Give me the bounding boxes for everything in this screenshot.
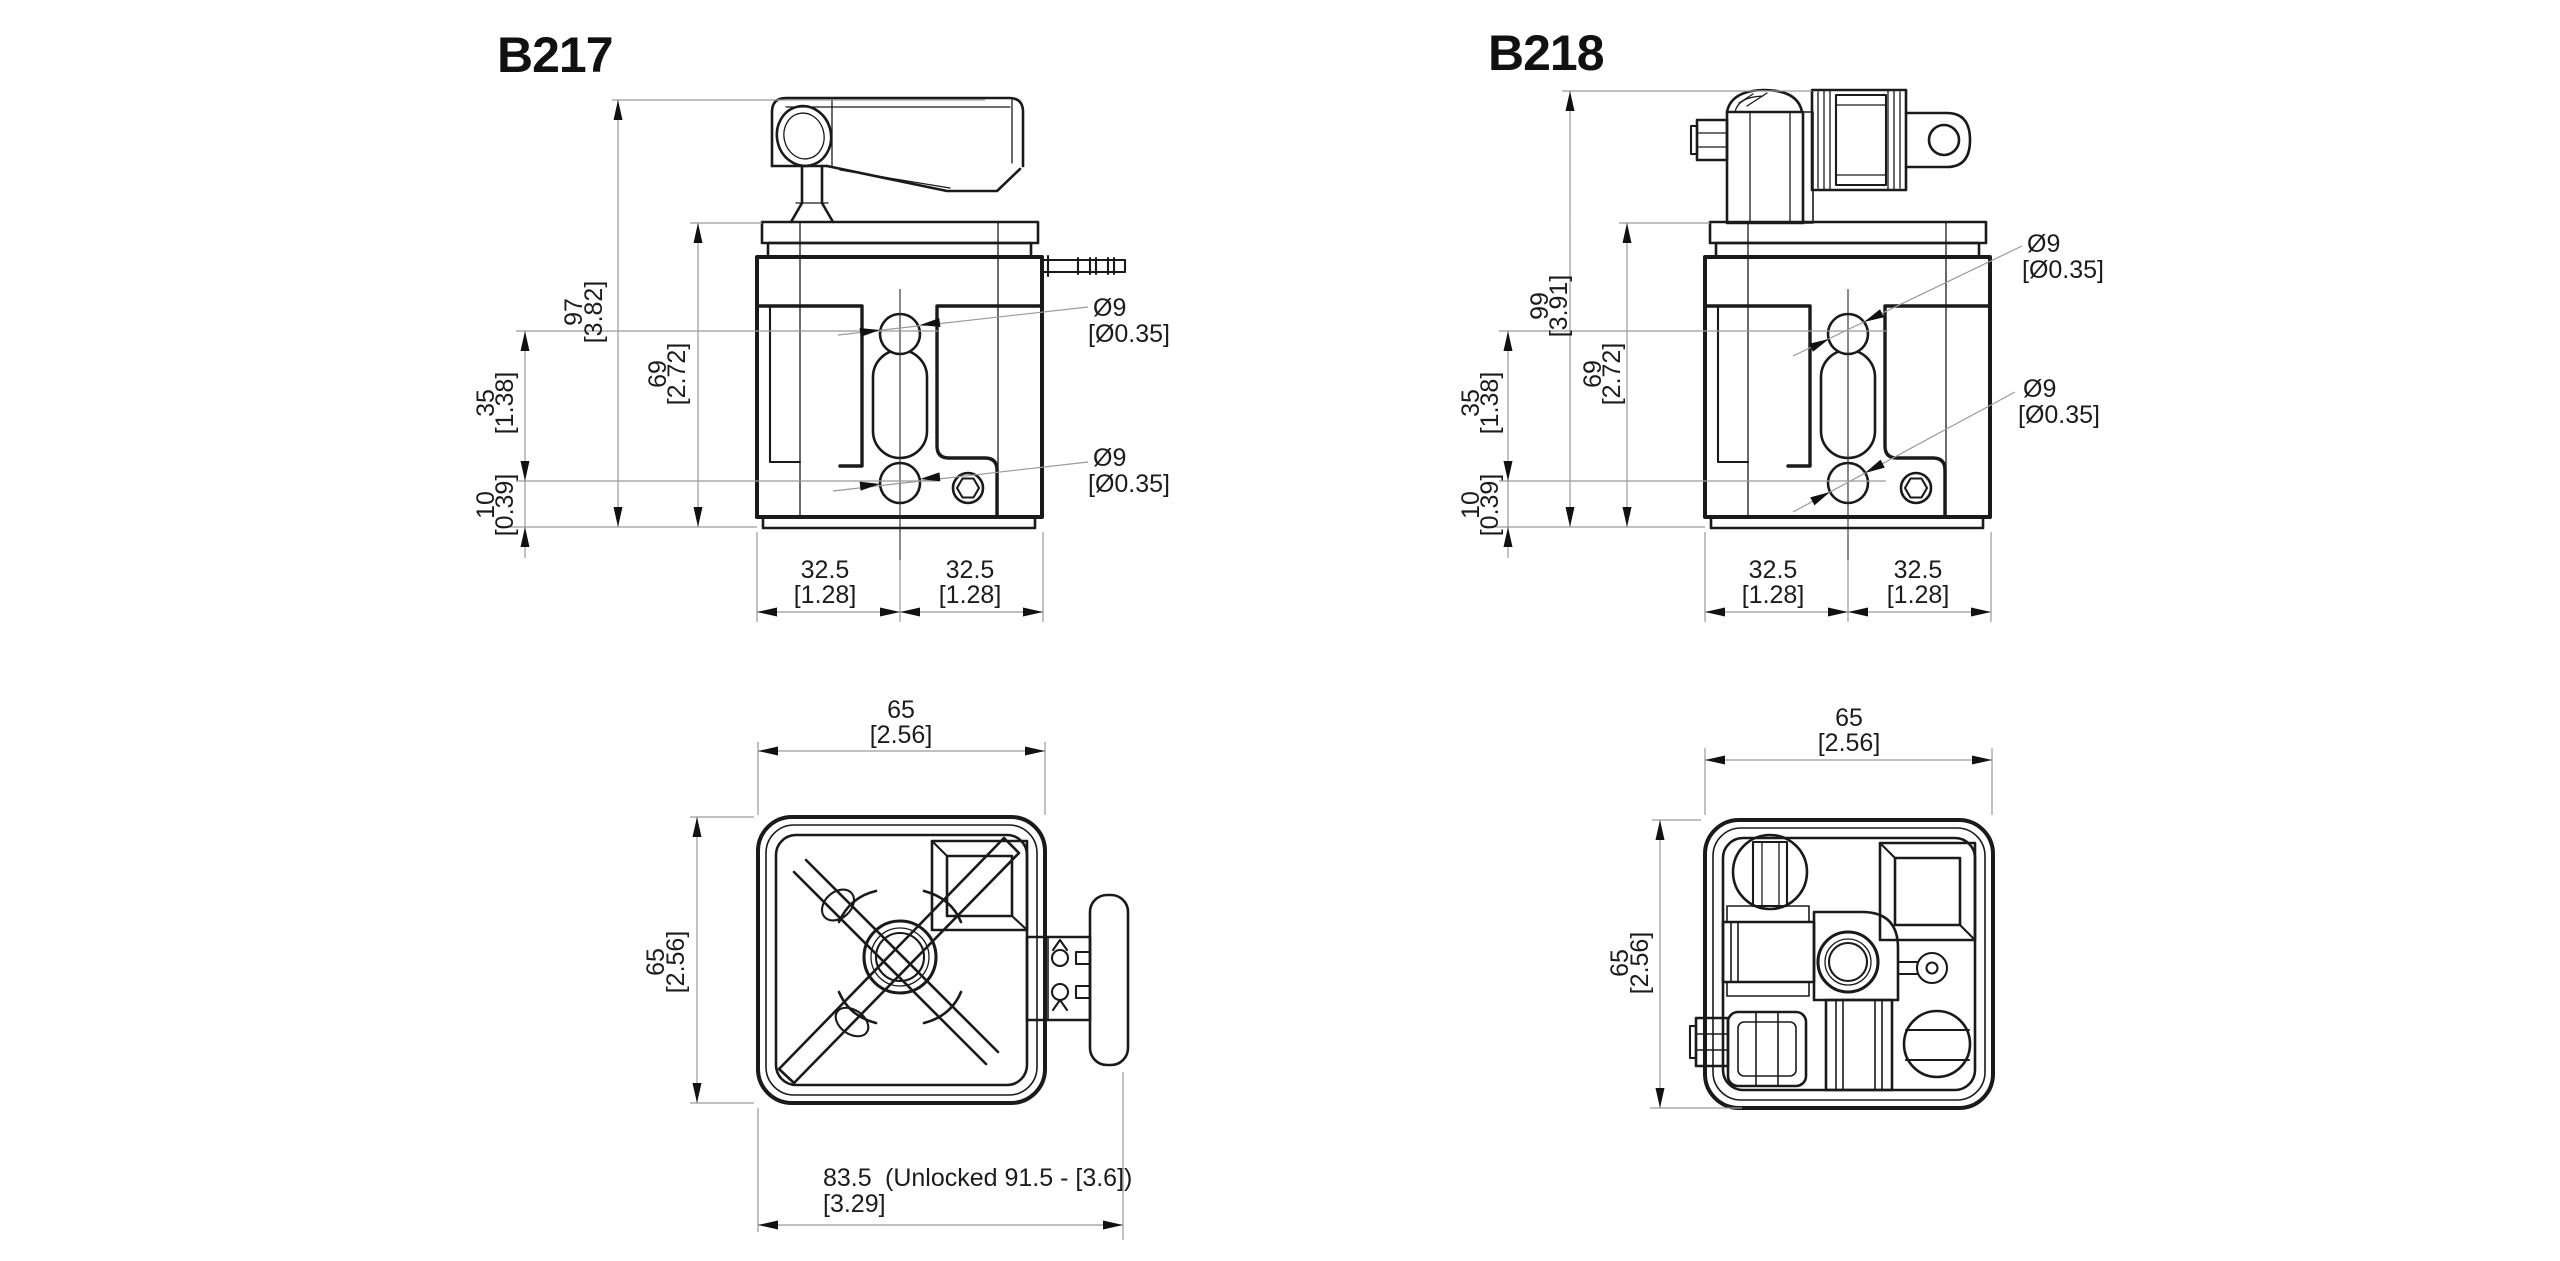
b218-bottom-drawing	[1688, 818, 1995, 1110]
b217-bottom-view: 65 [2.56] 65 [2.56] 83.5 (Unlocked 91.5 …	[642, 696, 1132, 1240]
b218-front-dimension-lines	[1493, 90, 2023, 622]
hole-bottom-dia-mm: Ø9	[2023, 375, 2056, 403]
dim-upper-height-in: [2.72]	[663, 343, 691, 406]
b217-front-drawing	[755, 96, 1127, 530]
dim-half-width-left-in: [1.28]	[1742, 581, 1805, 609]
hole-top-dia-mm: Ø9	[1093, 294, 1126, 322]
dim-upper-height-mm: 69	[1579, 360, 1607, 388]
dim-upper-height-in: [2.72]	[1598, 343, 1626, 406]
b217-front-dimension-arrows	[520, 100, 1043, 617]
dim-depth-mm: 83.5	[823, 1164, 872, 1192]
dim-half-width-left-mm: 32.5	[801, 556, 850, 584]
dim-width-mm: 65	[887, 696, 915, 724]
b218-bottom-dimension-arrows	[1655, 755, 1992, 1108]
b217-bottom-dimension-lines	[690, 742, 1124, 1240]
dim-half-width-right-in: [1.28]	[1887, 581, 1950, 609]
b218-bottom-labels: 65 [2.56] 65 [2.56]	[1606, 704, 1880, 994]
dim-total-height-mm: 99	[1526, 292, 1554, 320]
dim-base-offset-mm: 10	[472, 491, 500, 519]
dim-width-in: [2.56]	[1818, 729, 1881, 757]
hole-bottom-dia-in: [Ø0.35]	[1088, 470, 1170, 498]
b217-bottom-dimension-arrows	[692, 746, 1123, 1230]
dim-depth-in: [3.29]	[823, 1190, 886, 1218]
dim-height-mm: 65	[642, 948, 670, 976]
dim-height-in: [2.56]	[1626, 932, 1654, 995]
dim-total-height-in: [3.82]	[580, 281, 608, 344]
dim-half-width-right-mm: 32.5	[946, 556, 995, 584]
dim-depth-note: (Unlocked 91.5 - [3.6])	[885, 1164, 1132, 1192]
b218-front-drawing	[1689, 88, 1992, 530]
dim-height-in: [2.56]	[662, 931, 690, 994]
b217-title: B217	[497, 27, 614, 83]
dim-half-width-left-in: [1.28]	[794, 581, 857, 609]
hole-top-dia-in: [Ø0.35]	[1088, 320, 1170, 348]
dim-hole-spacing-mm: 35	[1457, 389, 1485, 417]
dim-total-height-in: [3.91]	[1545, 275, 1573, 338]
dim-hole-spacing-mm: 35	[472, 389, 500, 417]
b217-front-labels: 97 [3.82] 35 [1.38] 10 [0.39] 69 [2.72] …	[472, 281, 1170, 609]
b218-title: B218	[1488, 25, 1605, 81]
dim-base-offset-in: [0.39]	[1476, 474, 1504, 537]
hole-top-dia-in: [Ø0.35]	[2022, 256, 2104, 284]
dim-base-offset-mm: 10	[1457, 491, 1485, 519]
dim-height-mm: 65	[1606, 949, 1634, 977]
dim-half-width-left-mm: 32.5	[1749, 556, 1798, 584]
hole-bottom-dia-in: [Ø0.35]	[2018, 401, 2100, 429]
b218-bottom-dimension-lines	[1650, 748, 1993, 1109]
dim-upper-height-mm: 69	[644, 360, 672, 388]
dim-hole-spacing-in: [1.38]	[491, 372, 519, 435]
dim-width-in: [2.56]	[870, 721, 933, 749]
b218-front-view: 99 [3.91] 35 [1.38] 10 [0.39] 69 [2.72] …	[1457, 88, 2104, 622]
b218-front-dimension-arrows	[1503, 91, 1991, 617]
dim-half-width-right-mm: 32.5	[1894, 556, 1943, 584]
b217-bottom-drawing	[756, 815, 1130, 1105]
b218-front-labels: 99 [3.91] 35 [1.38] 10 [0.39] 69 [2.72] …	[1457, 230, 2104, 609]
dim-half-width-right-in: [1.28]	[939, 581, 1002, 609]
hole-top-dia-mm: Ø9	[2027, 230, 2060, 258]
dim-hole-spacing-in: [1.38]	[1476, 372, 1504, 435]
dim-width-mm: 65	[1835, 704, 1863, 732]
hole-bottom-dia-mm: Ø9	[1093, 444, 1126, 472]
dim-total-height-mm: 97	[560, 298, 588, 326]
b217-bottom-labels: 65 [2.56] 65 [2.56] 83.5 (Unlocked 91.5 …	[642, 696, 1132, 1218]
b217-front-dimension-lines	[510, 99, 1089, 622]
b217-front-view: 97 [3.82] 35 [1.38] 10 [0.39] 69 [2.72] …	[472, 96, 1170, 622]
dim-base-offset-in: [0.39]	[491, 474, 519, 537]
b218-bottom-view: 65 [2.56] 65 [2.56]	[1606, 704, 1995, 1110]
